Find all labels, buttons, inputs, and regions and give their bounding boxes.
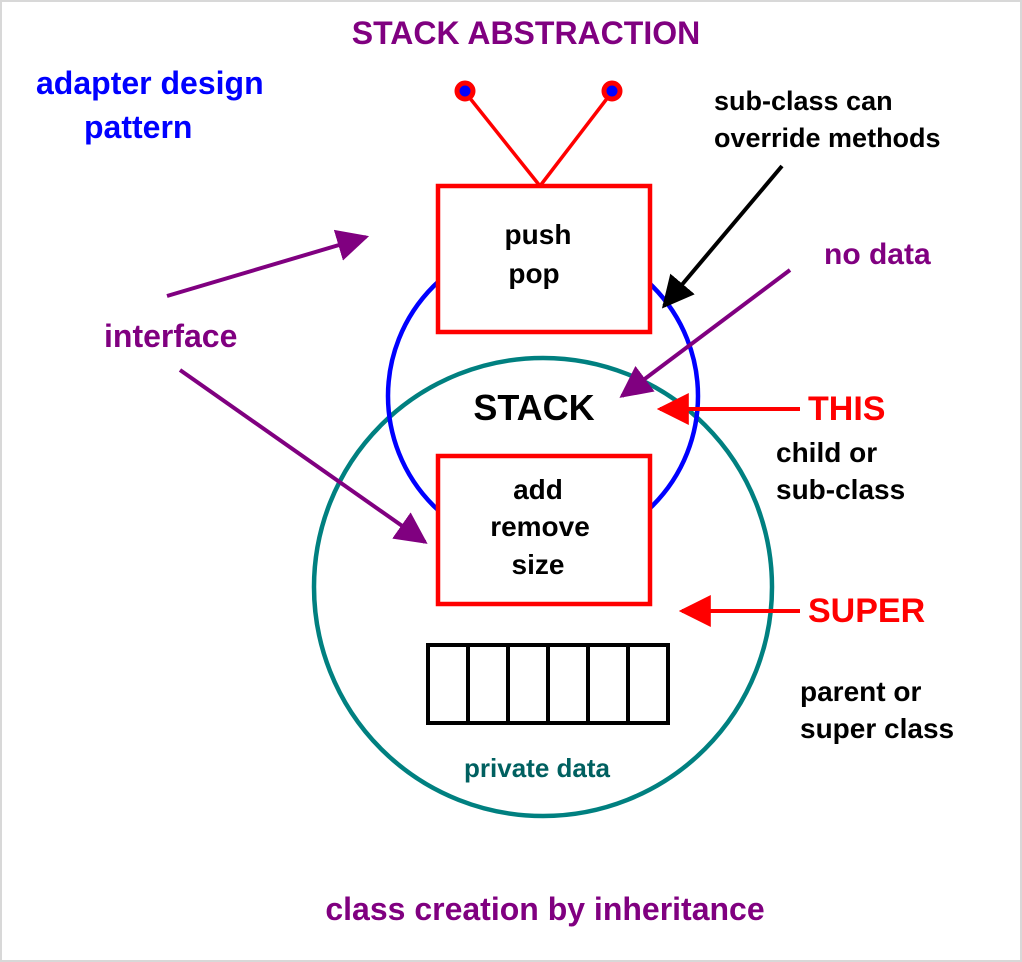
stack-label: STACK xyxy=(473,387,594,428)
child-label-line2: sub-class xyxy=(776,474,905,505)
bottom-box-size: size xyxy=(512,549,565,580)
array-cell xyxy=(466,643,510,725)
antenna-tip-left xyxy=(454,80,476,102)
override-arrow xyxy=(661,164,784,309)
top-box-push: push xyxy=(505,219,572,250)
parent-label-line1: parent or xyxy=(800,676,921,707)
child-label-line1: child or xyxy=(776,437,877,468)
array-cell xyxy=(506,643,550,725)
interface-box-bottom xyxy=(435,453,653,607)
private-data-label: private data xyxy=(464,753,610,783)
subclass-note-line2: override methods xyxy=(714,123,941,153)
array-cell xyxy=(626,643,670,725)
parent-label-line2: super class xyxy=(800,713,954,744)
private-data-array xyxy=(426,643,670,725)
interface-arrow-top xyxy=(166,229,370,298)
interface-box-top xyxy=(435,183,653,335)
array-cell xyxy=(546,643,590,725)
antenna-tip-right xyxy=(601,80,623,102)
no-data-arrow xyxy=(619,268,792,398)
adapter-label-line1: adapter design xyxy=(36,65,264,101)
array-cell xyxy=(426,643,470,725)
diagram-title: STACK ABSTRACTION xyxy=(352,15,700,51)
super-class-circle xyxy=(311,355,775,819)
footer-caption: class creation by inheritance xyxy=(325,891,764,927)
adapter-label-line2: pattern xyxy=(84,109,192,145)
interface-label: interface xyxy=(104,318,237,354)
no-data-label: no data xyxy=(824,238,931,271)
interface-arrow-bottom xyxy=(178,368,428,544)
this-label: THIS xyxy=(808,390,885,428)
array-cell xyxy=(586,643,630,725)
subclass-note-line1: sub-class can xyxy=(714,86,893,116)
bottom-box-remove: remove xyxy=(490,511,590,542)
super-label: SUPER xyxy=(808,592,925,630)
antenna xyxy=(454,80,623,188)
bottom-box-add: add xyxy=(513,474,563,505)
top-box-pop: pop xyxy=(508,258,559,289)
